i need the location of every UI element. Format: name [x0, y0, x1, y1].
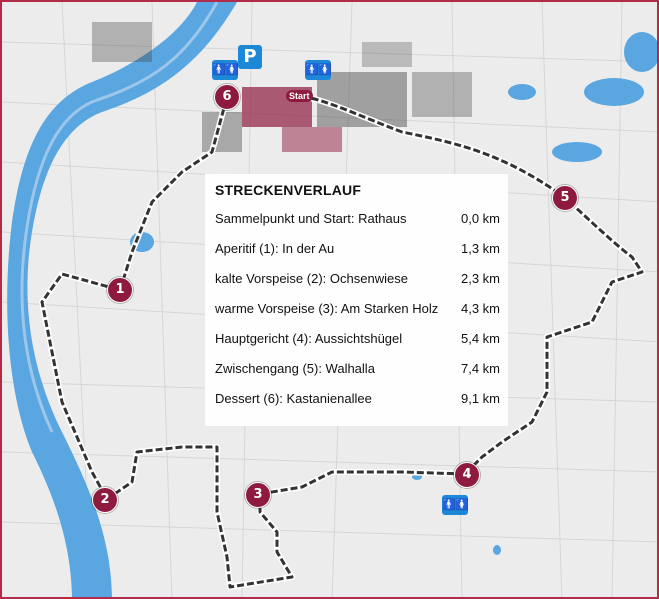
route-stop-name: Dessert (6): Kastanienallee — [215, 391, 372, 406]
route-stop-distance: 9,1 km — [460, 391, 500, 406]
route-title: STRECKENVERLAUF — [215, 182, 362, 198]
route-marker-1[interactable]: 1 — [107, 277, 133, 303]
route-stop-name: kalte Vorspeise (2): Ochsenwiese — [215, 271, 408, 286]
parking-icon: P — [238, 45, 262, 69]
route-marker-3[interactable]: 3 — [245, 482, 271, 508]
route-row: Aperitif (1): In der Au 1,3 km — [215, 234, 500, 264]
route-stop-name: Aperitif (1): In der Au — [215, 241, 335, 256]
toilet-icon: 🚹🚺 — [305, 60, 332, 80]
toilet-icon: 🚹🚺 — [212, 60, 239, 80]
route-row: kalte Vorspeise (2): Ochsenwiese 2,3 km — [215, 264, 500, 294]
route-stop-name: Hauptgericht (4): Aussichtshügel — [215, 331, 403, 346]
route-row: Zwischengang (5): Walhalla 7,4 km — [215, 354, 500, 384]
route-stop-distance: 7,4 km — [460, 361, 500, 376]
route-stop-distance: 4,3 km — [460, 301, 500, 316]
route-stop-distance: 1,3 km — [460, 241, 500, 256]
route-marker-4[interactable]: 4 — [454, 462, 480, 488]
route-marker-5[interactable]: 5 — [552, 185, 578, 211]
route-row: Hauptgericht (4): Aussichtshügel 5,4 km — [215, 324, 500, 354]
route-stop-distance: 5,4 km — [460, 331, 500, 346]
route-stop-name: warme Vorspeise (3): Am Starken Holz — [215, 301, 439, 316]
route-stop-distance: 0,0 km — [460, 211, 500, 226]
river — [7, 2, 237, 597]
start-label[interactable]: Start — [286, 90, 313, 102]
route-stop-name: Sammelpunkt und Start: Rathaus — [215, 211, 407, 226]
route-row: Sammelpunkt und Start: Rathaus 0,0 km — [215, 204, 500, 234]
route-legend: STRECKENVERLAUF Sammelpunkt und Start: R… — [205, 174, 508, 426]
toilet-icon: 🚹🚺 — [442, 495, 469, 515]
route-marker-2[interactable]: 2 — [92, 487, 118, 513]
river-bank — [20, 2, 219, 433]
route-stop-name: Zwischengang (5): Walhalla — [215, 361, 375, 376]
route-stop-distance: 2,3 km — [460, 271, 500, 286]
route-line-dash — [40, 94, 644, 589]
route-row: Dessert (6): Kastanienallee 9,1 km — [215, 384, 500, 414]
route-row: warme Vorspeise (3): Am Starken Holz 4,3… — [215, 294, 500, 324]
route-marker-6[interactable]: 6 — [214, 84, 240, 110]
